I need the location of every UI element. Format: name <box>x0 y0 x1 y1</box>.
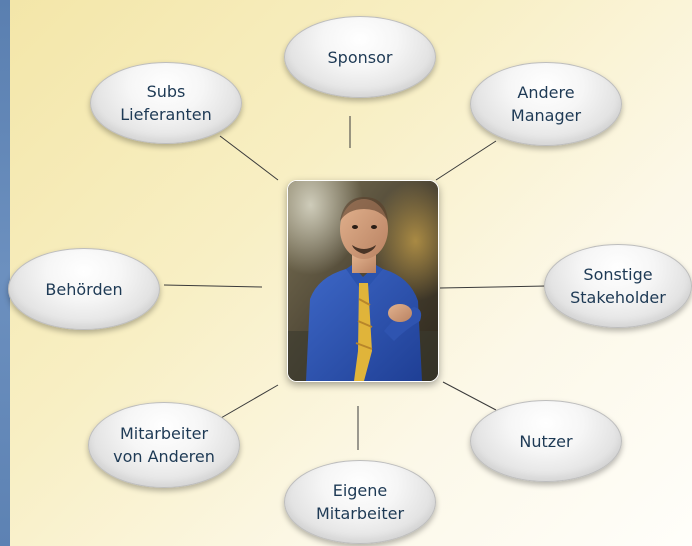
connector-andere <box>435 140 497 181</box>
bubble-nutzer: Nutzer <box>470 400 622 482</box>
connector-mitarbeiter-anderen <box>213 384 279 423</box>
bubble-eigene-mitarbeiter: Eigene Mitarbeiter <box>284 460 436 544</box>
bubble-nutzer-label: Nutzer <box>519 431 573 451</box>
bubble-sonstige-stakeholder: Sonstige Stakeholder <box>544 244 692 328</box>
left-accent-bar <box>0 0 10 546</box>
connector-nutzer <box>442 381 497 411</box>
bubble-sponsor: Sponsor <box>284 16 436 98</box>
connector-subs <box>219 135 279 181</box>
bubble-andere-manager: Andere Manager <box>470 62 622 146</box>
bubble-sponsor-label: Sponsor <box>327 47 393 67</box>
connector-behoerden <box>163 284 263 288</box>
person-photo-image <box>288 181 438 381</box>
bubble-subs-lieferanten: Subs Lieferanten <box>90 62 242 144</box>
bubble-behoerden: Behörden <box>8 248 160 330</box>
bubble-andere-manager-label: Andere Manager <box>510 83 582 125</box>
bubble-mitarbeiter-von-anderen: Mitarbeiter von Anderen <box>88 402 240 488</box>
bubble-subs-lieferanten-label: Subs Lieferanten <box>120 82 212 124</box>
connector-sonstige <box>439 285 547 289</box>
bubble-behoerden-label: Behörden <box>45 279 123 299</box>
center-person-photo <box>287 180 439 382</box>
bubble-eigene-mitarbeiter-label: Eigene Mitarbeiter <box>315 481 405 523</box>
bubble-sonstige-stakeholder-label: Sonstige Stakeholder <box>570 265 666 307</box>
bubble-mitarbeiter-von-anderen-label: Mitarbeiter von Anderen <box>113 424 215 466</box>
